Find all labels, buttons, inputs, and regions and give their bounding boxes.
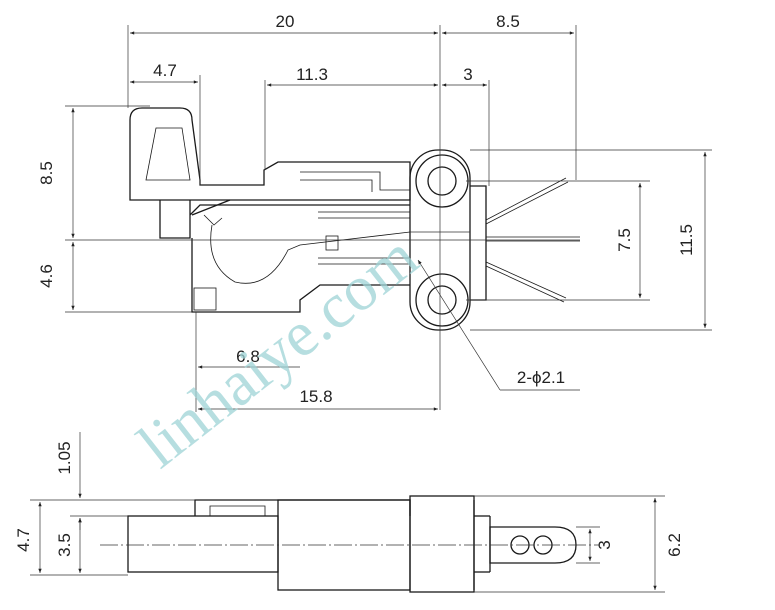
dim-mount-spacing: 7.5 — [615, 228, 634, 252]
body-outline — [159, 200, 410, 313]
terminal-middle — [486, 236, 580, 242]
side-boss — [409, 495, 475, 593]
terminal-block — [470, 185, 487, 301]
dim-side-inner: 3.5 — [55, 533, 74, 557]
dim-lever-width: 4.7 — [153, 61, 177, 80]
switch-top-view — [129, 107, 580, 331]
lever-window — [145, 127, 191, 181]
dim-left-upper: 8.5 — [37, 161, 56, 185]
actuator-slot — [300, 171, 410, 192]
contact-blades — [318, 211, 410, 265]
terminal-upper — [485, 177, 569, 225]
spring-hook — [203, 214, 223, 226]
dim-right-extension: 8.5 — [496, 12, 520, 31]
dim-hole-callout: 2-ϕ2.1 — [517, 368, 565, 387]
body-edge — [191, 199, 231, 290]
dim-side-width: 6.2 — [665, 533, 684, 557]
dim-bottom-a: 6.8 — [236, 347, 260, 366]
mount-hole-bottom — [427, 285, 457, 315]
side-view-labels: 1.05 4.7 3.5 3 6.2 — [14, 441, 684, 556]
terminal-lower — [485, 261, 567, 303]
dim-side-overall: 4.7 — [14, 528, 33, 552]
dim-tab-width: 3 — [463, 65, 472, 84]
switch-side-view — [127, 495, 577, 593]
spring-wire — [210, 224, 411, 284]
dim-bottom-b: 15.8 — [299, 387, 332, 406]
top-view-dimensions — [71, 31, 707, 411]
side-view-dimensions — [38, 432, 657, 591]
side-lever — [127, 515, 279, 573]
lever-outline — [129, 107, 411, 201]
dim-side-tab-pitch: 3 — [595, 540, 614, 549]
corner-block — [193, 287, 217, 311]
mount-ring-top — [415, 154, 469, 208]
dim-body-length: 11.3 — [296, 65, 328, 84]
dim-side-top: 1.05 — [55, 441, 74, 474]
spring-anchor — [325, 235, 339, 251]
side-view-extension-lines — [30, 495, 665, 593]
dim-overall-length: 20 — [276, 12, 295, 31]
top-view-labels: 20 8.5 4.7 11.3 3 8.5 4.6 7.5 11.5 6.8 1… — [37, 12, 696, 406]
side-notch — [209, 505, 266, 516]
dim-overall-height: 11.5 — [677, 224, 696, 256]
mount-hole-top — [427, 166, 457, 196]
side-top-rail — [194, 499, 411, 516]
watermark-text: linhaiye.com — [125, 220, 431, 481]
mount-ring-bottom — [415, 273, 469, 327]
top-view-extension-lines — [65, 25, 712, 412]
dim-left-lower: 4.6 — [37, 264, 56, 288]
